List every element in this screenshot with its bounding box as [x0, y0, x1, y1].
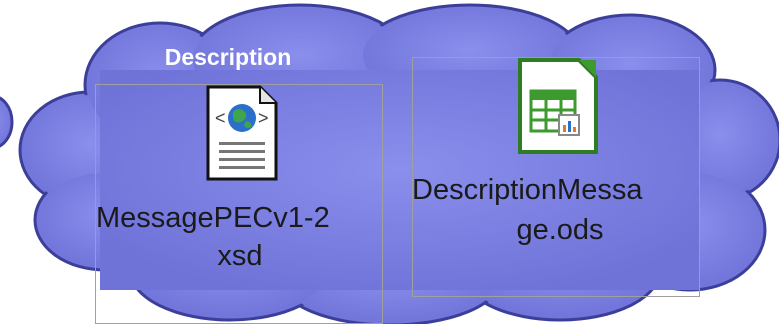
xsd-file-name-line1: MessagePECv1-2: [96, 202, 330, 234]
svg-text:<: <: [215, 108, 226, 128]
svg-text:>: >: [258, 108, 269, 128]
xsd-document-icon: < >: [206, 85, 278, 181]
xsd-file-name-line2: xsd: [217, 240, 263, 272]
partial-cloud-left: [0, 96, 14, 148]
ods-file-name-line2: ge.ods: [516, 214, 604, 246]
cloud-title: Description: [164, 44, 292, 70]
ods-file-name-line1: DescriptionMessa: [412, 174, 643, 206]
ods-file-item[interactable]: [412, 57, 700, 297]
spreadsheet-icon: [518, 58, 598, 154]
